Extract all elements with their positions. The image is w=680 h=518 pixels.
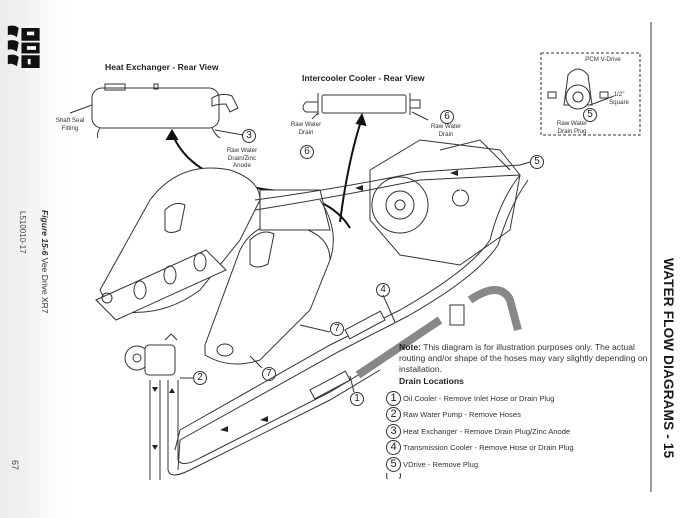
drain-item-number: 3	[386, 423, 401, 439]
callout-6-left: 6	[300, 145, 314, 159]
page-gutter-shading	[0, 0, 70, 518]
pcm-logo	[7, 25, 40, 68]
raw-water-pump	[124, 333, 178, 376]
drain-item-cutoff	[386, 472, 574, 479]
callout-7-upper: 7	[330, 322, 344, 336]
vdrive-inset-drawing	[547, 68, 615, 110]
drain-item-number: 4	[386, 440, 401, 456]
exhaust-manifold-left	[95, 167, 261, 321]
drain-item-text: Transmission Cooler - Remove Hose or Dra…	[403, 443, 574, 453]
hoses	[149, 164, 529, 480]
drain-item: 3 Heat Exchanger - Remove Drain Plug/Zin…	[386, 423, 574, 440]
vdrive-square-label: 1/2"Square	[609, 91, 629, 106]
heat-exchanger-title: Heat Exchanger - Rear View	[105, 62, 219, 72]
drain-item-text: VDrive - Remove Plug	[403, 459, 479, 469]
drain-locations-title: Drain Locations	[399, 376, 464, 386]
intercooler-drawing	[302, 93, 421, 115]
drain-item-number: 5	[386, 456, 401, 472]
heat-exchanger-drawing	[91, 83, 239, 139]
drain-item-number-cutoff	[386, 472, 401, 479]
callout-3: 3	[242, 129, 256, 143]
drain-locations-list: 1 Oil Cooler - Remove Inlet Hose or Drai…	[386, 390, 574, 479]
intercooler-title: Intercooler Cooler - Rear View	[302, 73, 425, 83]
drain-item: 5 VDrive - Remove Plug	[386, 456, 574, 473]
vdrive-inset-title: PCM V-Drive	[585, 56, 621, 63]
drain-item-text: Oil Cooler - Remove Inlet Hose or Drain …	[403, 393, 555, 403]
callout-7-lower: 7	[262, 367, 276, 381]
drain-item-number: 1	[386, 390, 401, 406]
vdrive-transmission	[369, 139, 521, 266]
drain-item-text: Heat Exchanger - Remove Drain Plug/Zinc …	[403, 426, 571, 436]
callout-5-inset: 5	[583, 108, 597, 122]
callout-6-right: 6	[440, 110, 454, 124]
drain-item: 1 Oil Cooler - Remove Inlet Hose or Drai…	[386, 390, 574, 407]
section-divider	[650, 22, 652, 492]
drain-item-text: Raw Water Pump - Remove Hoses	[403, 410, 521, 420]
callout-4: 4	[376, 283, 390, 297]
callout-2: 2	[193, 371, 207, 385]
exhaust-manifold-right	[204, 189, 334, 365]
drain-item: 2 Raw Water Pump - Remove Hoses	[386, 407, 574, 424]
drain-item-number: 2	[386, 407, 401, 423]
callout-5: 5	[530, 155, 544, 169]
callout-1: 1	[350, 392, 364, 406]
drain-item: 4 Transmission Cooler - Remove Hose or D…	[386, 440, 574, 457]
illustration-note: Note: This diagram is for illustration p…	[399, 342, 648, 374]
